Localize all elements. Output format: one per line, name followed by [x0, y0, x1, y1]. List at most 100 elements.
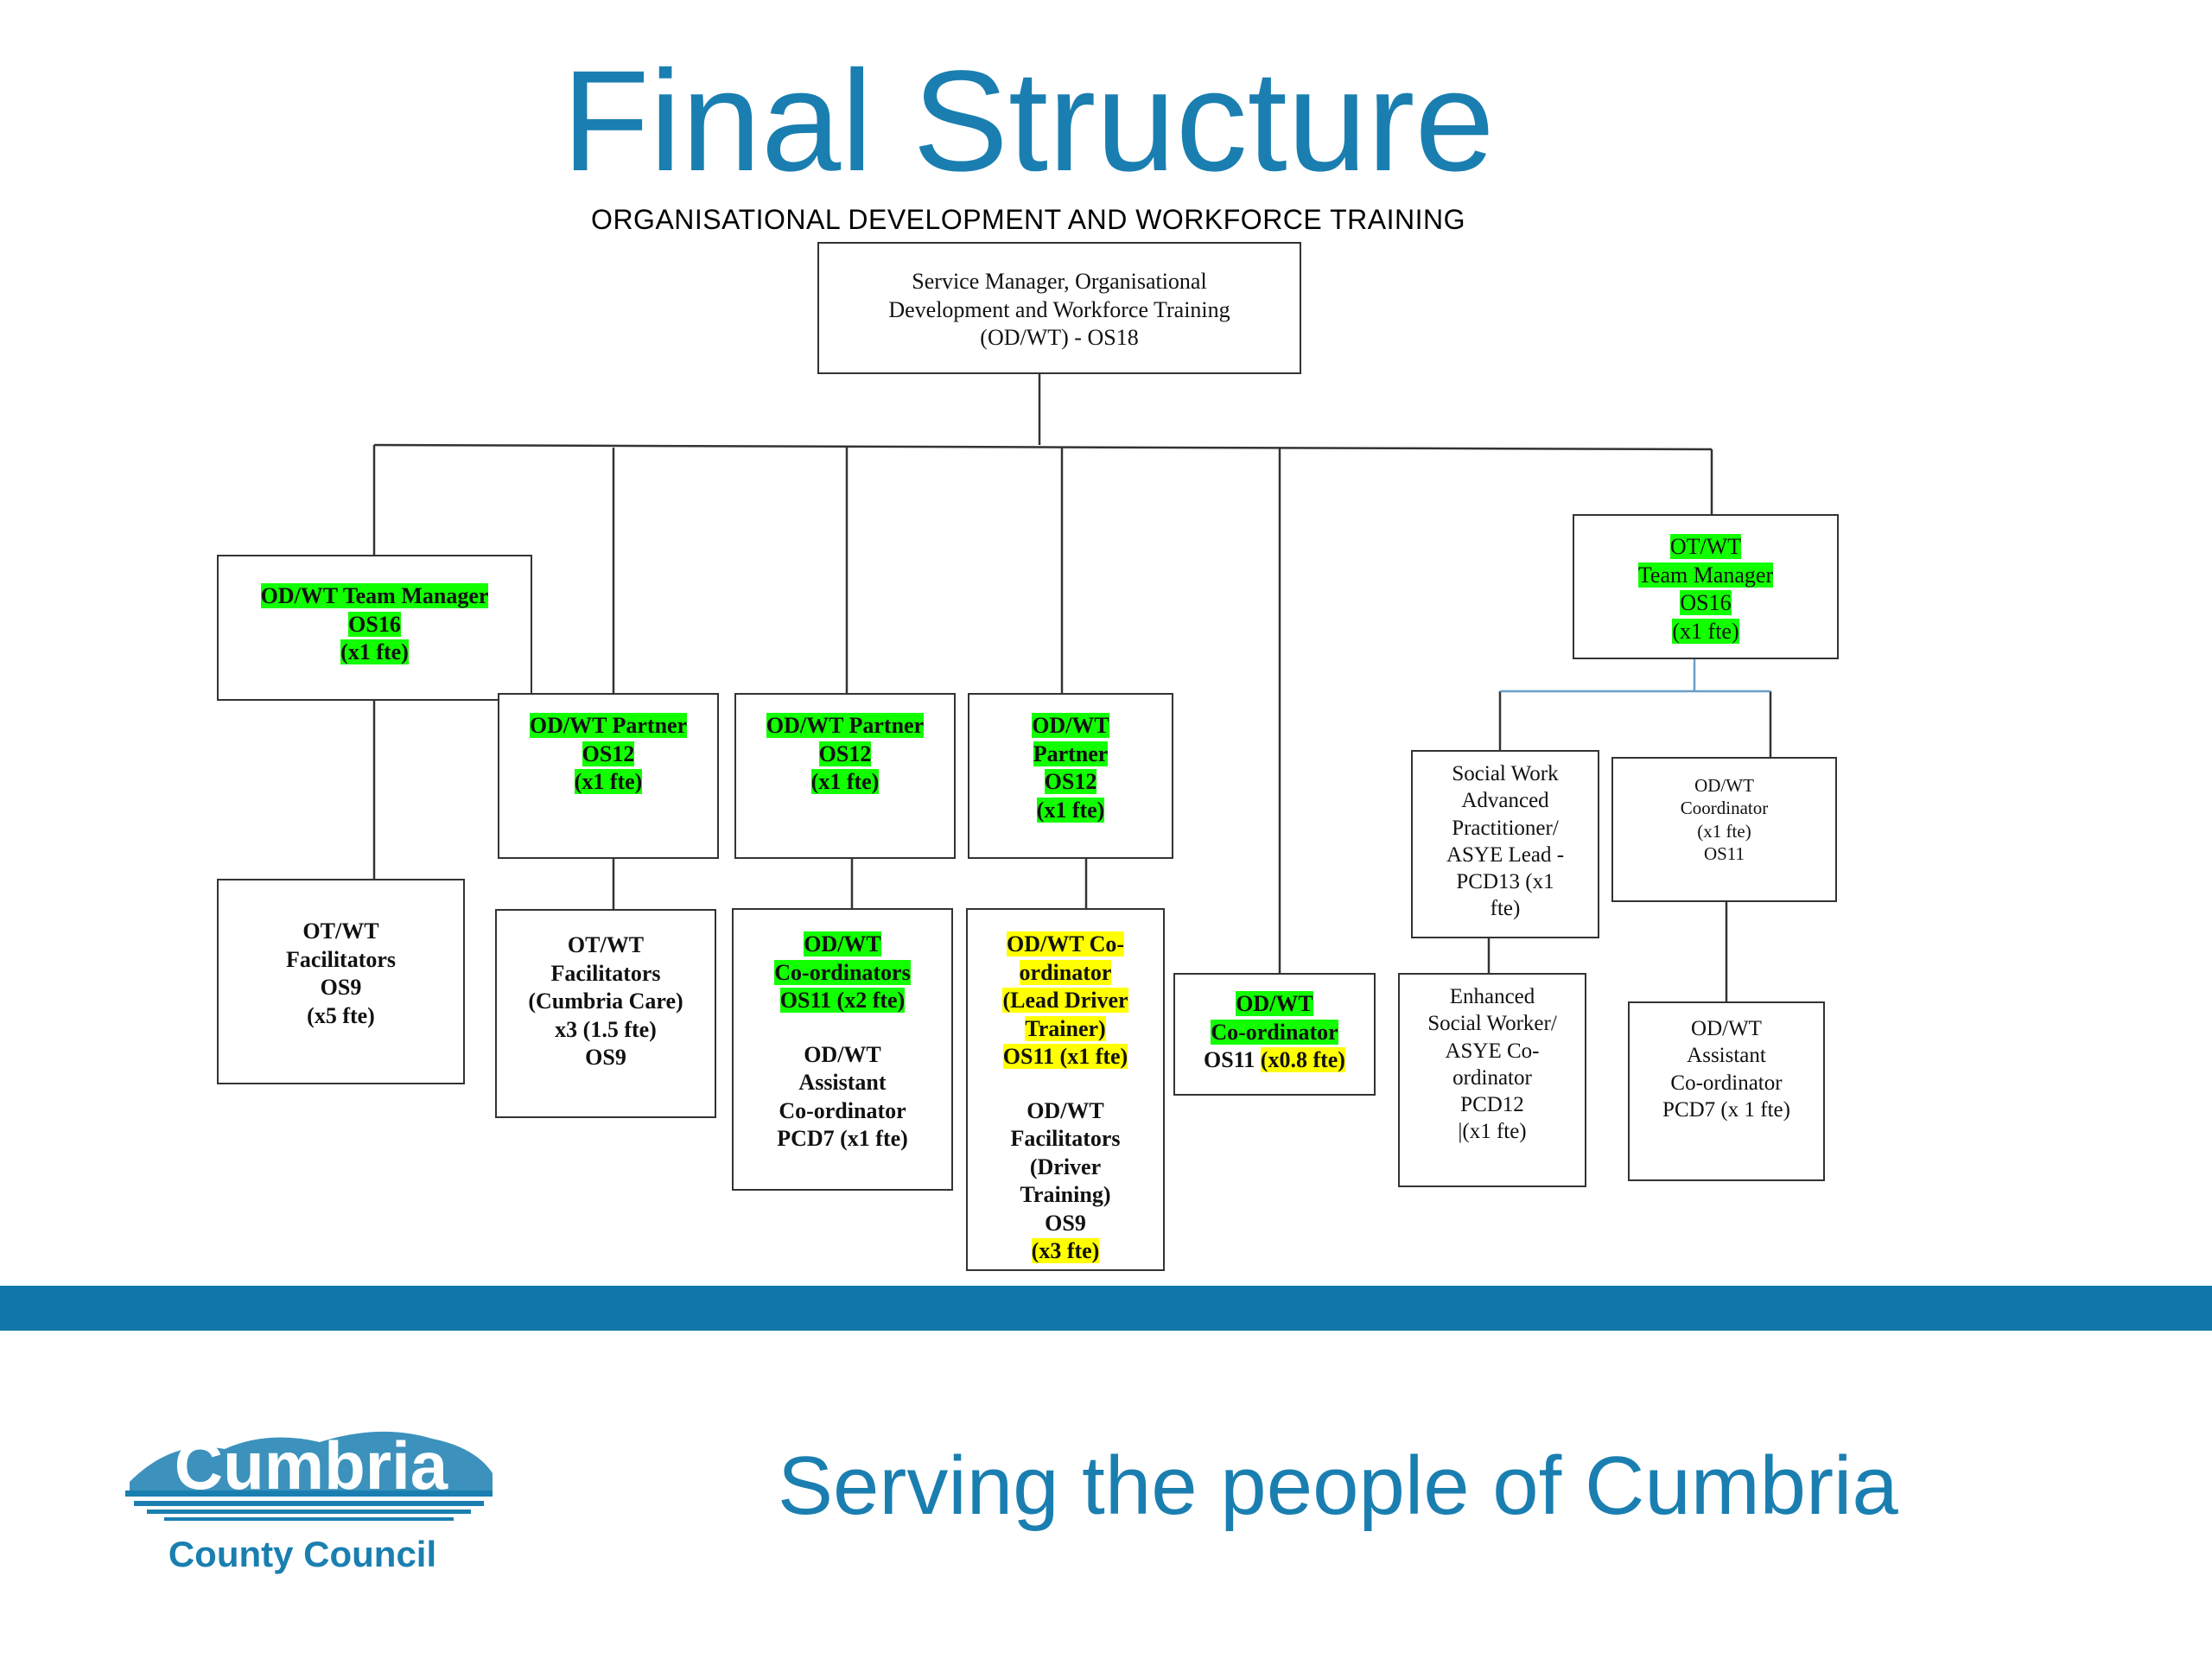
box-line-text: Trainer) — [1025, 1015, 1106, 1041]
box-line: PCD12 — [1460, 1091, 1524, 1118]
box-line: (Lead Driver — [1002, 987, 1128, 1015]
box-line: OT/WT — [302, 918, 378, 946]
box-line-text: OS12 — [582, 741, 635, 766]
box-line: (x1 fte) — [1697, 820, 1751, 842]
box-line-text: Service Manager, Organisational — [912, 269, 1207, 294]
box-line-text: Co-ordinators — [774, 959, 911, 985]
page-title: Final Structure — [562, 41, 1495, 201]
box-line-text: OS9 — [1045, 1210, 1086, 1236]
box-line-text: OS11 (x1 fte) — [1002, 1044, 1128, 1069]
box-line-text: Assistant — [1687, 1044, 1766, 1068]
box-line-text: (Driver — [1029, 1154, 1102, 1179]
box-line-text: PCD12 — [1460, 1093, 1524, 1116]
box-line: Social Work — [1452, 760, 1558, 787]
box-line-text: Training) — [1020, 1182, 1111, 1207]
box-line-text: Development and Workforce Training — [888, 296, 1230, 322]
box-line: Development and Workforce Training — [888, 296, 1230, 325]
box-line-text: OS11 (x2 fte) — [779, 988, 906, 1013]
box-line-text: (x1 fte) — [1697, 820, 1751, 842]
box-line: OD/WT — [1691, 1015, 1762, 1042]
box-line-text: ASYE Lead - — [1446, 842, 1565, 867]
box-line: PCD7 (x 1 fte) — [1662, 1096, 1790, 1123]
box-line-text: Assistant — [798, 1070, 887, 1095]
box-line: Social Worker/ — [1427, 1010, 1557, 1037]
logo-wordmark-top: Cumbria — [175, 1427, 448, 1503]
box-line: OS12 — [1044, 768, 1097, 797]
box-line-text: OT/WT — [567, 932, 645, 957]
box-line-text: (x1 fte) — [574, 769, 643, 794]
box-line-text: (OD/WT) - OS18 — [980, 325, 1139, 350]
logo-water-stripe — [147, 1510, 471, 1514]
box-line: Partner — [1033, 741, 1109, 769]
box-line-text: Coordinator — [1680, 798, 1769, 819]
box-line-text: OS16 — [1680, 590, 1732, 615]
box-line: (x1 fte) — [1036, 797, 1105, 825]
box-line: OS12 — [818, 741, 872, 769]
box-line-text: OD/WT — [1691, 1017, 1762, 1040]
box-line: PCD13 (x1 — [1456, 868, 1554, 895]
box-line-text: Enhanced — [1449, 985, 1535, 1008]
box-line-text: OS12 — [818, 741, 872, 766]
box-line-text: ordinator — [1452, 1065, 1532, 1090]
box-line-text: |(x1 fte) — [1458, 1120, 1527, 1144]
box-line: Coordinator — [1681, 797, 1768, 819]
box-line: Training) — [1020, 1181, 1111, 1210]
box-line-text: fte) — [1490, 897, 1521, 921]
box-line-text: (Cumbria Care) — [528, 988, 683, 1014]
box-line: (x3 fte) — [1031, 1237, 1100, 1266]
box-line: OD/WT — [1694, 774, 1754, 797]
box-line-text: ASYE Co- — [1445, 1039, 1540, 1063]
box-line-text: Co-ordinator — [1670, 1071, 1783, 1095]
box-line: (OD/WT) - OS18 — [980, 324, 1138, 353]
box-line-text: Social Work — [1452, 762, 1559, 785]
logo-water-stripe — [164, 1517, 454, 1521]
box-line-text: OD/WT — [1236, 991, 1313, 1016]
box-line-text: OS12 — [1044, 769, 1097, 794]
box-line-text: Social Worker/ — [1427, 1012, 1557, 1036]
box-line-text: PCD7 (x1 fte) — [777, 1126, 908, 1151]
box-line: (x1 fte) — [1672, 618, 1739, 646]
box-line: OT/WT — [1669, 533, 1742, 562]
box-line-text: Practitioner/ — [1452, 816, 1559, 840]
logo-water-stripe — [125, 1491, 493, 1497]
box-line: OS11 (x0.8 fte) — [1204, 1046, 1345, 1075]
box-line: OD/WT — [804, 931, 881, 959]
box-line: ASYE Lead - — [1446, 842, 1564, 868]
box-line-text: PCD7 (x 1 fte) — [1662, 1097, 1790, 1122]
box-line-text: Co-ordinator — [779, 1097, 906, 1123]
box-line-text: OD/WT Partner — [766, 713, 925, 738]
box-line: fte) — [1491, 895, 1521, 922]
box-line: OS16 — [348, 611, 401, 639]
box-line: Facilitators — [550, 960, 660, 988]
box-line: (x1 fte) — [810, 768, 880, 797]
box-line-text: OD/WT Co- — [1006, 931, 1125, 957]
cumbria-logo: Cumbria County Council — [125, 1427, 493, 1574]
box-line: OD/WT — [804, 1041, 881, 1070]
box-line-text: OS16 — [348, 611, 401, 637]
box-line-text: (x1 fte) — [1672, 618, 1739, 644]
box-line: (x1 fte) — [340, 639, 409, 667]
box-line: ASYE Co- — [1445, 1038, 1539, 1065]
box-line-text: (x5 fte) — [307, 1002, 375, 1028]
box-line-text: (x3 fte) — [1031, 1238, 1100, 1263]
box-line-text: OD/WT — [804, 1041, 881, 1067]
box-line-text: ordinator — [1019, 959, 1112, 985]
box-line: (Driver — [1030, 1154, 1101, 1182]
box-line-text: OD/WT — [1694, 775, 1754, 796]
box-line: OD/WT — [1032, 712, 1109, 741]
box-line: OD/WT Partner — [529, 712, 688, 741]
box-line: |(x1 fte) — [1458, 1118, 1526, 1145]
box-line: PCD7 (x1 fte) — [777, 1125, 908, 1154]
box-line-text: Team Manager — [1637, 562, 1774, 588]
box-line: Co-ordinators — [774, 959, 911, 988]
box-line: OS9 — [585, 1044, 626, 1072]
box-line: Facilitators — [1010, 1125, 1120, 1154]
box-line: (x1 fte) — [574, 768, 643, 797]
